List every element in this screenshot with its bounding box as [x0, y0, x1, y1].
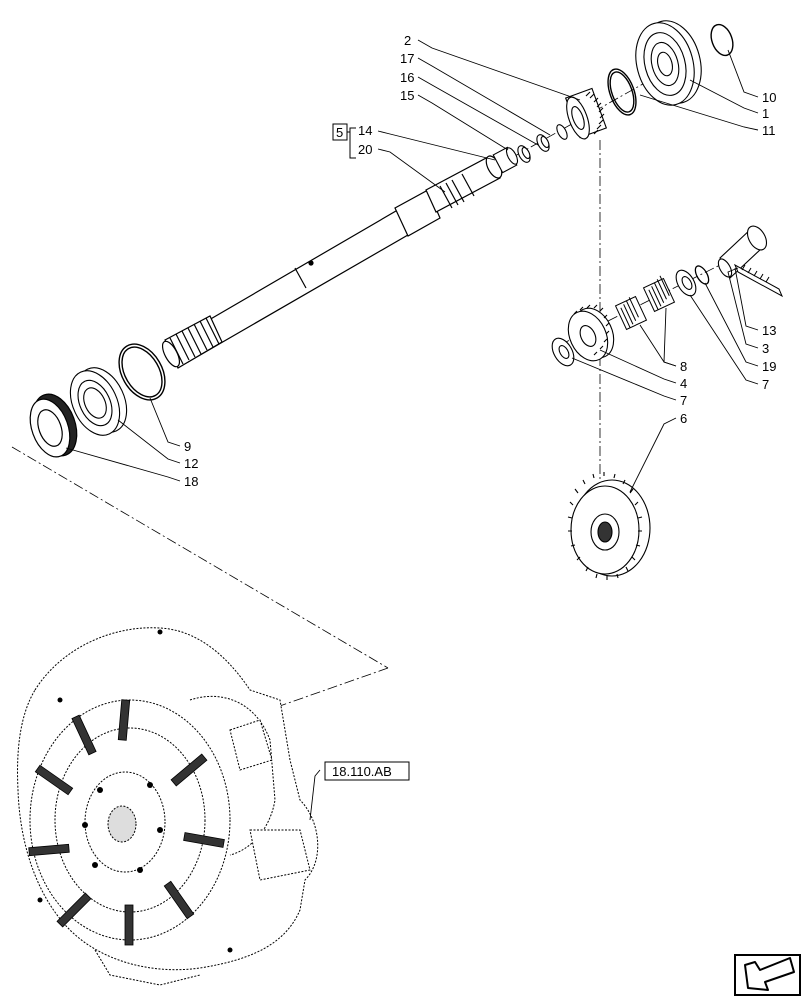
callout-7b: 7	[680, 393, 687, 408]
bearing-12	[69, 367, 128, 436]
callout-20: 20	[358, 142, 372, 157]
gear-4	[567, 304, 615, 362]
callout-14: 14	[358, 123, 372, 138]
callout-17: 17	[400, 51, 414, 66]
snap-ring-10	[710, 23, 734, 57]
callout-labels: 2 17 16 15 5 14 20 10 1 11 13 3 19 7 8 4…	[184, 33, 776, 489]
clutch-bolt-holes	[37, 629, 233, 953]
callout-10: 10	[762, 90, 776, 105]
gear-2	[564, 87, 608, 140]
reference-link[interactable]: 18.110.AB	[324, 761, 410, 781]
ring-16	[517, 145, 531, 163]
gear-6	[567, 472, 651, 580]
snap-ring-11	[607, 68, 637, 116]
ring-17	[536, 134, 550, 152]
callout-4: 4	[680, 376, 687, 391]
callout-9: 9	[184, 439, 191, 454]
snap-ring-9	[118, 343, 166, 401]
callout-16: 16	[400, 70, 414, 85]
callout-12: 12	[184, 456, 198, 471]
seal-18	[29, 393, 78, 458]
bolt-13	[733, 263, 784, 298]
ring-19	[694, 265, 710, 285]
callout-18: 18	[184, 474, 198, 489]
needle-bearing-8	[614, 275, 676, 331]
washer-7a	[675, 269, 697, 297]
callout-2: 2	[404, 33, 411, 48]
callout-13: 13	[762, 323, 776, 338]
callout-bracket	[332, 123, 356, 159]
callout-7a: 7	[762, 377, 769, 392]
callout-5: 5	[336, 125, 343, 140]
idler-pin-3	[717, 225, 768, 279]
callout-11: 11	[762, 123, 776, 138]
main-shaft	[161, 155, 503, 369]
callout-1: 1	[762, 106, 769, 121]
clutch-ribs	[28, 699, 225, 946]
washer-7b	[551, 337, 575, 367]
next-page-arrow-icon[interactable]	[734, 954, 801, 996]
callout-6: 6	[680, 411, 687, 426]
callout-8: 8	[680, 359, 687, 374]
ring-17b	[556, 124, 568, 140]
reference-label[interactable]: 18.110.AB	[332, 764, 392, 779]
clutch-housing-assembly	[17, 627, 319, 986]
leader-lines	[65, 39, 759, 821]
callout-3: 3	[762, 341, 769, 356]
bushing-15	[492, 146, 519, 174]
callout-15: 15	[400, 88, 414, 103]
bearing-1	[635, 20, 702, 106]
callout-19: 19	[762, 359, 776, 374]
